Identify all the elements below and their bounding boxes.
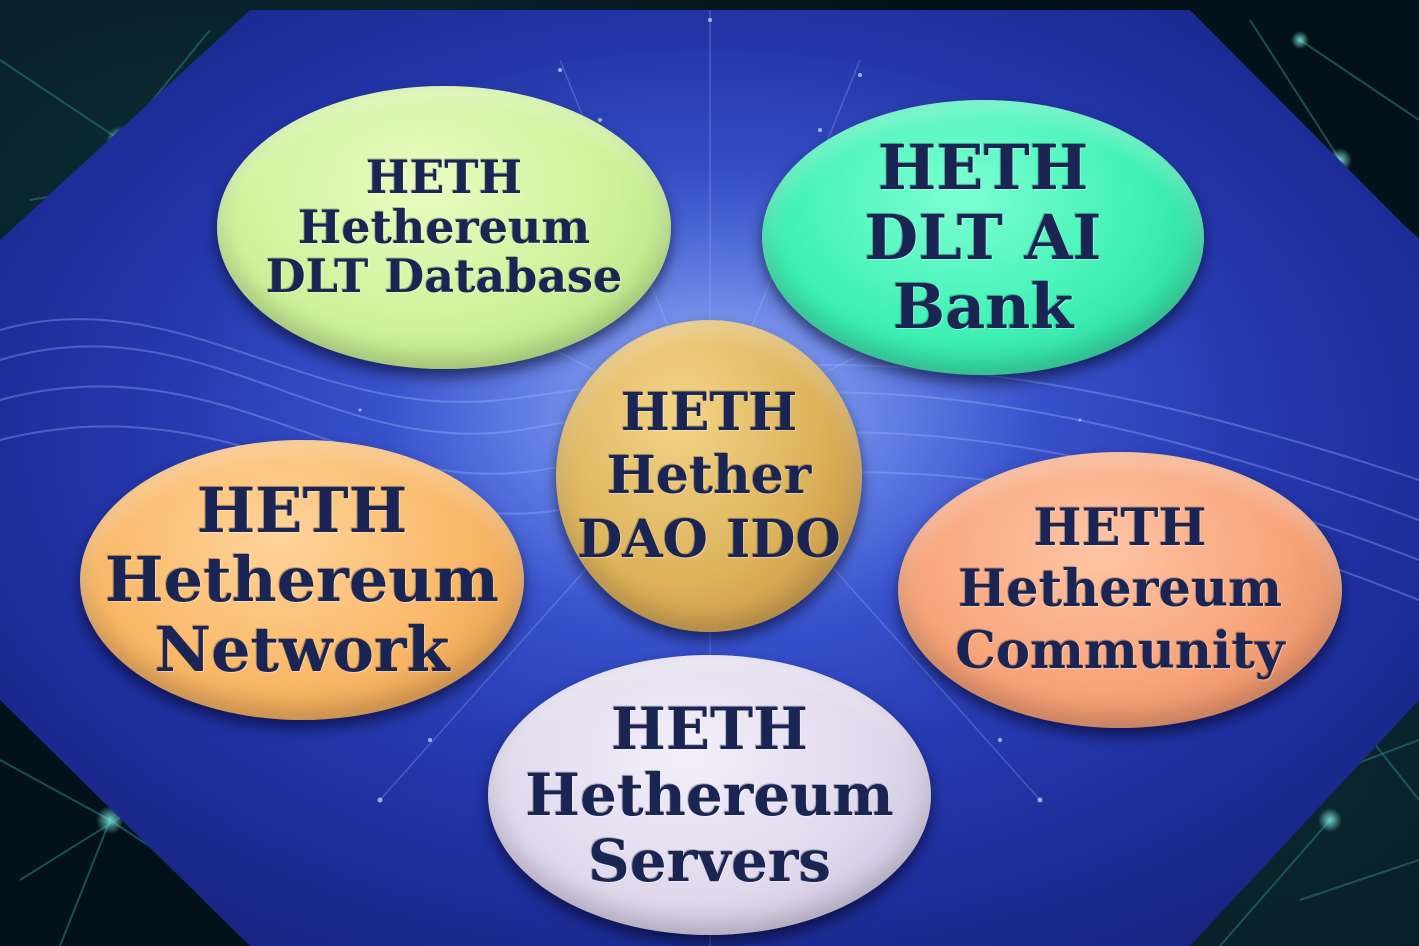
community-node-line-1: HETH xyxy=(1033,498,1207,559)
community-node-line-2: Hethereum xyxy=(957,559,1283,620)
hether-dao-ido-node: HETH Hether DAO IDO xyxy=(556,320,862,632)
dao-node-line-1: HETH xyxy=(620,381,798,443)
bank-node-line-3: Bank xyxy=(892,270,1074,344)
hethereum-community-node: HETH Hethereum Community xyxy=(898,452,1342,728)
servers-node-line-3: Servers xyxy=(587,827,832,896)
network-node-line-3: Network xyxy=(154,612,450,686)
dlt-ai-bank-node: HETH DLT AI Bank xyxy=(762,100,1204,375)
database-node-line-1: HETH xyxy=(365,149,523,204)
community-node-line-3: Community xyxy=(955,620,1285,681)
bank-node-line-1: HETH xyxy=(877,131,1089,205)
database-node-line-2: Hethereum xyxy=(297,199,591,254)
bank-node-line-2: DLT AI xyxy=(864,200,1102,274)
database-node-line-3: DLT Database xyxy=(265,249,623,304)
hethereum-servers-node: HETH Hethereum Servers xyxy=(488,655,931,935)
dao-node-line-2: Hether xyxy=(606,445,812,507)
network-node-line-2: Hethereum xyxy=(105,543,499,617)
network-node-line-1: HETH xyxy=(196,473,408,547)
servers-node-line-2: Hethereum xyxy=(525,760,894,829)
hethereum-dlt-database-node: HETH Hethereum DLT Database xyxy=(217,86,671,369)
hethereum-network-node: HETH Hethereum Network xyxy=(80,440,524,720)
servers-node-line-1: HETH xyxy=(611,694,808,763)
dao-node-line-3: DAO IDO xyxy=(577,508,841,570)
